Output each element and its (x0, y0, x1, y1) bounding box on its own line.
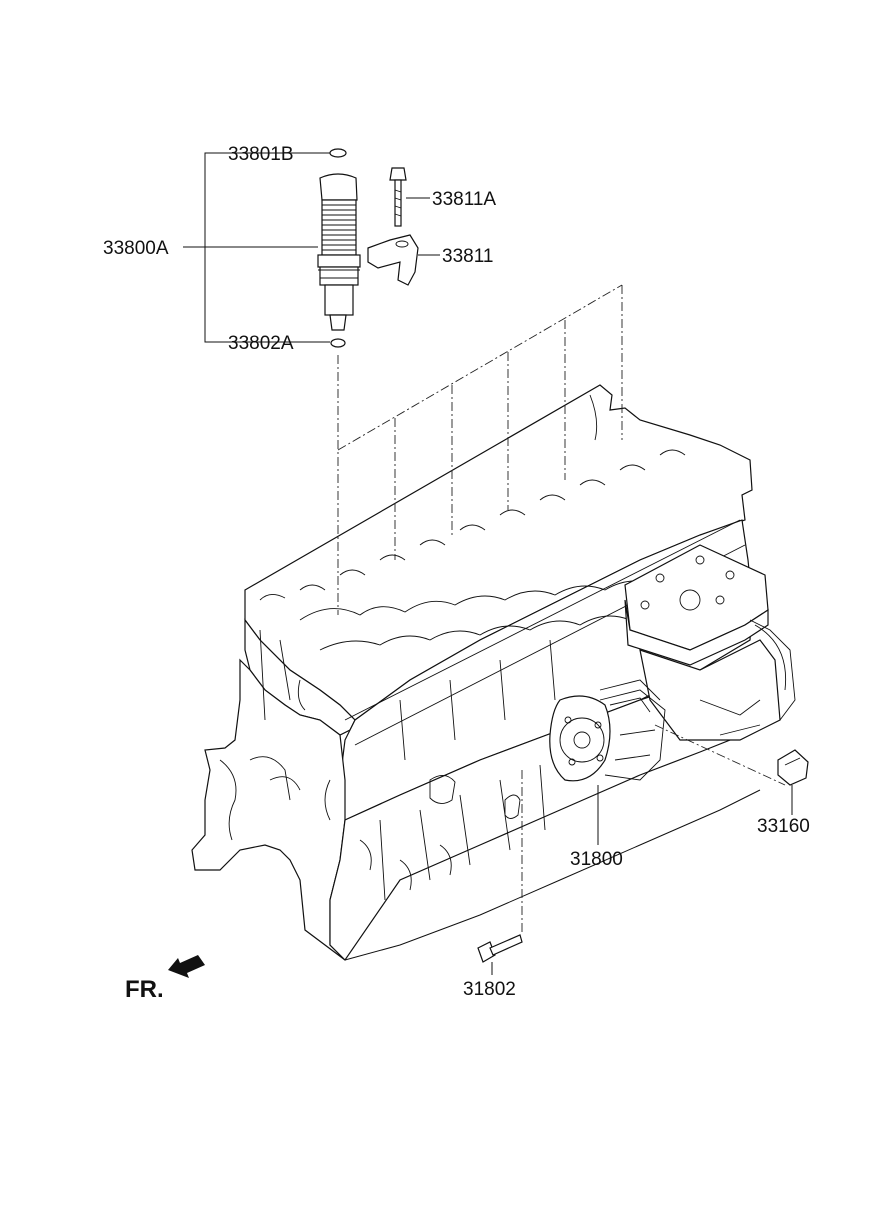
fuel-pump (549, 679, 666, 782)
injector-33800A (317, 173, 361, 331)
clamp-33811 (367, 234, 419, 286)
callout-33160: 33160 (757, 816, 810, 837)
callout-33811A: 33811A (432, 189, 496, 210)
dashed-locators (337, 284, 786, 935)
front-label: FR. (125, 976, 164, 1003)
callout-33801B: 33801B (228, 144, 294, 165)
air-compressor (624, 544, 796, 741)
o-ring-33802A (330, 338, 346, 348)
bracket-33160 (777, 749, 809, 786)
front-direction-arrow-icon (168, 955, 205, 978)
callout-31802: 31802 (463, 979, 516, 1000)
callout-31800: 31800 (570, 849, 623, 870)
front-indicator: FR. (125, 955, 205, 1003)
callout-33802A: 33802A (228, 333, 294, 354)
bolt-31802 (477, 934, 523, 963)
o-ring-33801B (329, 148, 347, 158)
bolt-33811A (389, 167, 407, 227)
callout-33811: 33811 (442, 246, 493, 267)
leader-lines (183, 152, 793, 975)
callout-33800A: 33800A (103, 238, 169, 259)
